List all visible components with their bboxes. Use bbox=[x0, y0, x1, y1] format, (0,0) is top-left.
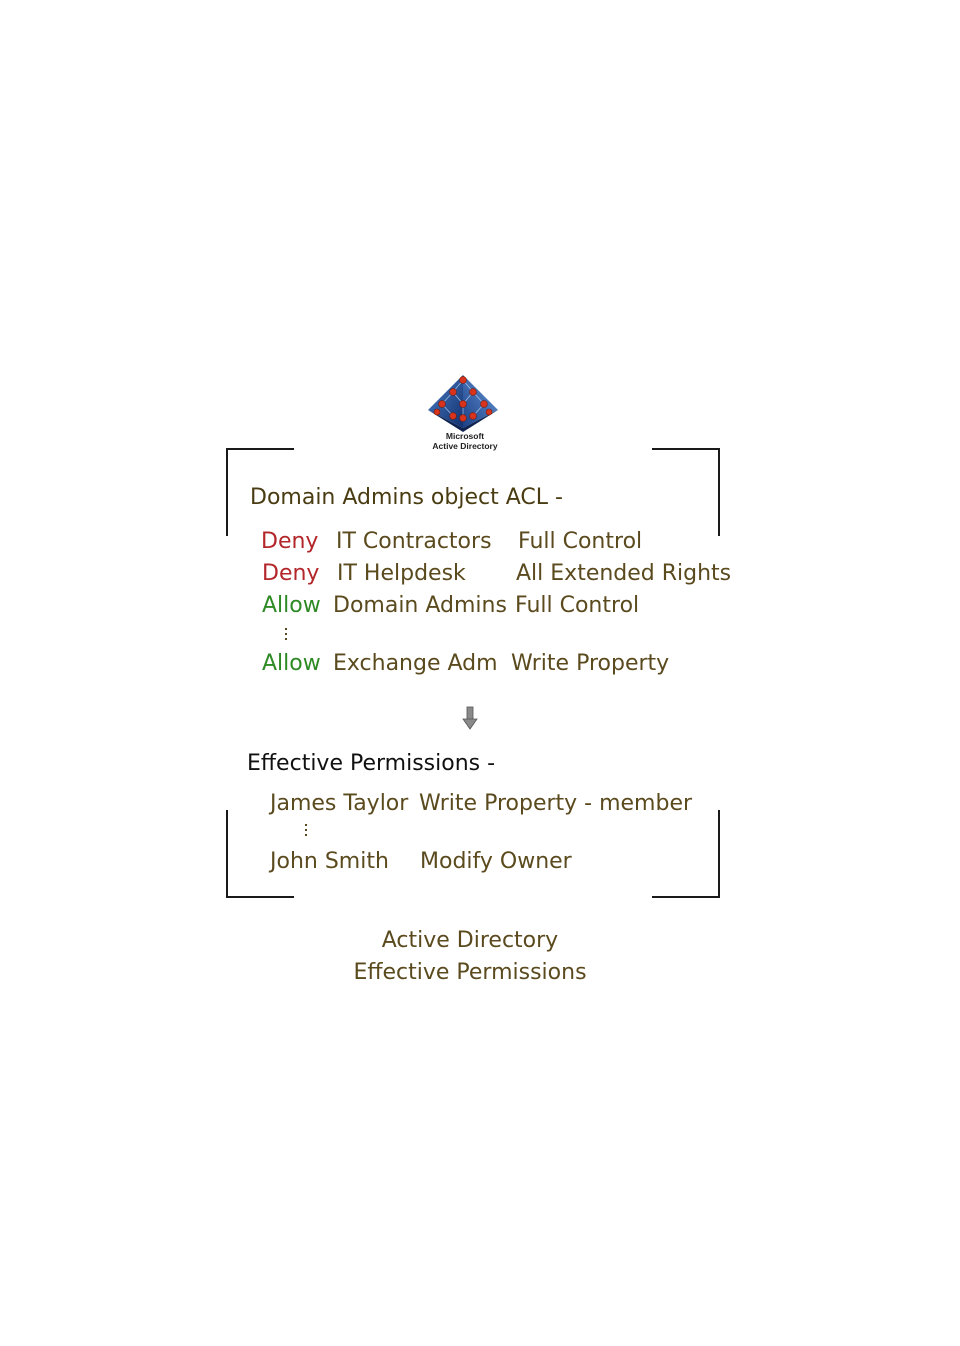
acl-entry-2-right: All Extended Rights bbox=[516, 561, 732, 586]
bracket-bottom-left bbox=[226, 810, 294, 898]
caption: Active Directory Effective Permissions bbox=[270, 925, 670, 989]
acl-entry-2-principal: IT Helpdesk bbox=[337, 561, 466, 586]
acl-entry-4-type: Allow bbox=[262, 651, 321, 676]
logo-line-1: Microsoft bbox=[445, 431, 485, 441]
acl-heading: Domain Admins object ACL - bbox=[250, 485, 563, 510]
acl-ellipsis bbox=[285, 628, 288, 643]
bracket-bottom-right bbox=[652, 810, 720, 898]
acl-entry-1-right: Full Control bbox=[518, 529, 643, 554]
effective-entry-1-user: James Taylor bbox=[270, 791, 409, 816]
acl-entry-2-type: Deny bbox=[262, 561, 320, 586]
bracket-top-left bbox=[226, 448, 294, 536]
acl-entry-1-principal: IT Contractors bbox=[336, 529, 492, 554]
acl-entry-1-type: Deny bbox=[261, 529, 319, 554]
acl-entry-3-principal: Domain Admins bbox=[333, 593, 507, 618]
logo-label: Microsoft Active Directory bbox=[420, 431, 510, 452]
active-directory-pyramid-icon bbox=[428, 375, 498, 432]
effective-ellipsis bbox=[305, 824, 308, 839]
effective-entry-1-permission: Write Property - member bbox=[419, 791, 693, 816]
effective-entry-2-user: John Smith bbox=[270, 849, 389, 874]
acl-entry-3-type: Allow bbox=[262, 593, 321, 618]
active-directory-logo bbox=[420, 372, 510, 454]
effective-entry-2-permission: Modify Owner bbox=[420, 849, 572, 874]
acl-entry-3-right: Full Control bbox=[515, 593, 640, 618]
acl-entry-4-right: Write Property bbox=[511, 651, 670, 676]
logo-line-2: Active Directory bbox=[432, 440, 498, 451]
effective-heading: Effective Permissions - bbox=[247, 751, 496, 776]
down-arrow-icon bbox=[462, 706, 478, 730]
bracket-top-right bbox=[652, 448, 720, 536]
acl-entry-4-principal: Exchange Adm bbox=[333, 651, 498, 676]
caption-line-2: Effective Permissions bbox=[353, 960, 587, 985]
caption-line-1: Active Directory bbox=[381, 928, 559, 953]
